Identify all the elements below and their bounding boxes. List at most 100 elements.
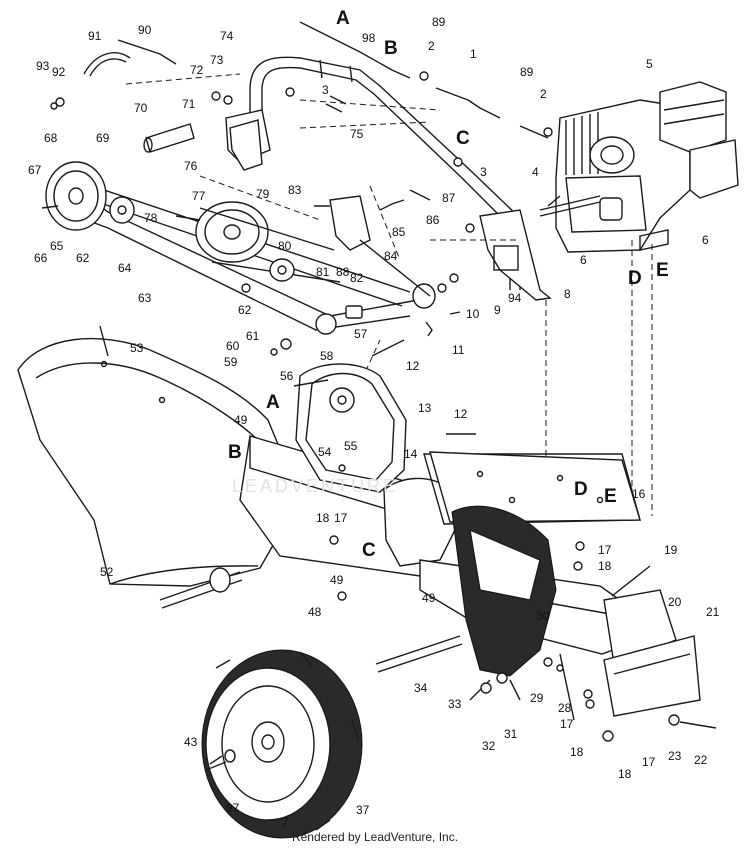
callout-7: 7 [282, 815, 289, 829]
callout-56: 56 [280, 369, 294, 383]
idler-bracket [229, 119, 552, 301]
callout-85: 85 [392, 225, 406, 239]
callout-97: 97 [226, 801, 240, 815]
callout-61: 61 [246, 329, 260, 343]
callout-17: 17 [642, 755, 656, 769]
callout-49: 49 [234, 413, 248, 427]
callout-66: 66 [34, 251, 48, 265]
callout-54: 54 [318, 445, 332, 459]
callout-94: 94 [508, 291, 522, 305]
callout-65: 65 [50, 239, 64, 253]
callout-2: 2 [540, 87, 547, 101]
callout-labels: A B C D E A B C D E 1 2 2 3 3 4 5 6 6 7 … [28, 8, 720, 829]
callout-6: 6 [580, 253, 587, 267]
callout-55: 55 [344, 439, 358, 453]
callout-23: 23 [668, 749, 682, 763]
callout-78: 78 [144, 211, 158, 225]
callout-A-mid: A [266, 392, 280, 413]
callout-31: 31 [504, 727, 518, 741]
callout-17: 17 [560, 717, 574, 731]
callout-3: 3 [480, 165, 487, 179]
callout-4: 4 [532, 165, 539, 179]
callout-76: 76 [184, 159, 198, 173]
callout-60: 60 [226, 339, 240, 353]
callout-62: 62 [238, 303, 252, 317]
transmission-frame [239, 363, 701, 721]
callout-89: 89 [432, 15, 446, 29]
callout-49: 49 [330, 573, 344, 587]
callout-67: 67 [28, 163, 42, 177]
callout-8: 8 [564, 287, 571, 301]
callout-90: 90 [138, 23, 152, 37]
callout-21: 21 [706, 605, 720, 619]
callout-33: 33 [448, 697, 462, 711]
callout-98: 98 [362, 31, 376, 45]
callout-91: 91 [88, 29, 102, 43]
callout-73: 73 [210, 53, 224, 67]
callout-18: 18 [618, 767, 632, 781]
engine-assembly [539, 81, 739, 253]
callout-30: 30 [536, 609, 550, 623]
callout-B-top: B [384, 38, 398, 59]
handle-assembly [225, 56, 521, 290]
hardware-fasteners [41, 71, 717, 765]
callout-16: 16 [632, 487, 646, 501]
callout-22: 22 [694, 753, 708, 767]
callout-77: 77 [192, 189, 206, 203]
watermark-text: LEADVENTURE [232, 476, 398, 496]
callout-17: 17 [598, 543, 612, 557]
wheel-assembly [201, 649, 363, 839]
callout-37: 37 [356, 803, 370, 817]
callout-59: 59 [224, 355, 238, 369]
callout-E-mid: E [604, 486, 617, 507]
callout-53: 53 [130, 341, 144, 355]
callout-19: 19 [664, 543, 678, 557]
callout-12: 12 [454, 407, 468, 421]
callout-89: 89 [520, 65, 534, 79]
callout-68: 68 [44, 131, 58, 145]
callout-3: 3 [322, 83, 329, 97]
callout-B-mid: B [228, 442, 242, 463]
callout-18: 18 [570, 745, 584, 759]
callout-79: 79 [256, 187, 270, 201]
callout-48: 48 [308, 605, 322, 619]
callout-34: 34 [414, 681, 428, 695]
callout-17: 17 [334, 511, 348, 525]
callout-52: 52 [100, 565, 114, 579]
callout-20: 20 [668, 595, 682, 609]
callout-49: 49 [422, 591, 436, 605]
callout-C-top: C [456, 128, 470, 149]
callout-11: 11 [452, 343, 465, 357]
callout-86: 86 [426, 213, 440, 227]
footer-credit: Rendered by LeadVenture, Inc. [291, 830, 459, 844]
callout-13: 13 [418, 401, 432, 415]
callout-80: 80 [278, 239, 292, 253]
callout-70: 70 [134, 101, 148, 115]
callout-63: 63 [138, 291, 152, 305]
callout-69: 69 [96, 131, 110, 145]
callout-6: 6 [702, 233, 709, 247]
axle-shafts [159, 567, 463, 673]
callout-29: 29 [530, 691, 544, 705]
callout-92: 92 [52, 65, 66, 79]
callout-58: 58 [320, 349, 334, 363]
callout-D-mid: D [574, 479, 588, 500]
callout-43: 43 [184, 735, 198, 749]
callout-C-mid: C [362, 540, 376, 561]
callout-84: 84 [384, 249, 398, 263]
callout-87: 87 [442, 191, 456, 205]
callout-18: 18 [316, 511, 330, 525]
callout-32: 32 [482, 739, 496, 753]
callout-62: 62 [76, 251, 90, 265]
callout-74: 74 [220, 29, 234, 43]
callout-A-top: A [336, 8, 350, 29]
callout-10: 10 [466, 307, 480, 321]
callout-5: 5 [646, 57, 653, 71]
callout-64: 64 [118, 261, 132, 275]
callout-88: 88 [336, 265, 350, 279]
callout-82: 82 [350, 271, 364, 285]
control-cables [83, 21, 549, 211]
callout-75: 75 [350, 127, 364, 141]
callout-9: 9 [494, 303, 501, 317]
